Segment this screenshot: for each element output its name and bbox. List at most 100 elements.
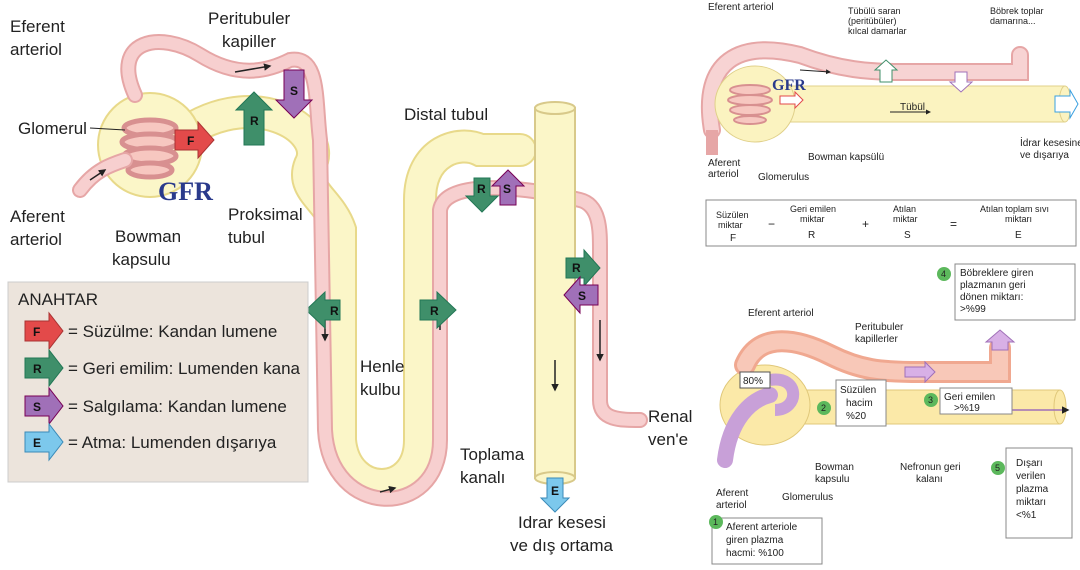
- equation-box: Süzülen miktar F − Geri emilen miktar R …: [706, 200, 1076, 246]
- nephron-rest-label: Nefronun geri: [900, 462, 961, 473]
- glomerulus-label: Glomerulus: [758, 172, 809, 183]
- peritubular-label: (peritübüler): [848, 16, 897, 26]
- equation-term: Geri emilen: [790, 204, 836, 214]
- bowman-label: Bowman: [115, 227, 181, 246]
- key-legend: ANAHTAR F = Süzülme: Kandan lumene R = G…: [8, 282, 308, 482]
- box-text: Süzülen: [840, 385, 876, 396]
- peritubular-label: Peritubuler: [208, 9, 291, 28]
- henle-label: Henle: [360, 357, 404, 376]
- info-box-5: 5 Dışarı verilen plazma miktarı <%1: [991, 448, 1072, 538]
- renal-vein-label: Böbrek toplar: [990, 6, 1044, 16]
- glomerulus-label: Glomerulus: [782, 492, 833, 503]
- equation-term: miktar: [718, 220, 743, 230]
- box-text: hacmi: %100: [726, 548, 784, 559]
- equation-term: miktar: [893, 214, 918, 224]
- box-text: >%19: [954, 403, 980, 414]
- bladder-label: İdrar kesesine: [1020, 136, 1080, 149]
- afferent-label: arteriol: [708, 169, 739, 180]
- henle-label: kulbu: [360, 380, 401, 399]
- arrow-letter: R: [572, 261, 581, 275]
- collecting-label: Toplama: [460, 445, 525, 464]
- equation-operator: =: [950, 217, 957, 231]
- bowman-label: Bowman: [815, 462, 854, 473]
- box-text: Aferent arteriole: [726, 522, 798, 533]
- glomerulus: [122, 120, 178, 177]
- arrow-letter: S: [290, 84, 298, 98]
- equation-letter: S: [904, 230, 911, 241]
- efferent-label: arteriol: [10, 40, 62, 59]
- afferent-label: arteriol: [10, 230, 62, 249]
- nephron-rest-label: kalanı: [916, 474, 943, 485]
- bladder-label: ve dışarıya: [1020, 150, 1069, 161]
- bowman-label: Bowman kapsülü: [808, 152, 884, 163]
- key-text: = Geri emilim: Lumenden kana: [68, 359, 301, 378]
- box-text: giren plazma: [726, 535, 784, 546]
- box-text: plazma: [1016, 484, 1049, 495]
- afferent-label: arteriol: [716, 500, 747, 511]
- arrow-letter: R: [250, 114, 259, 128]
- box-text: >%99: [960, 304, 986, 315]
- proximal-label: Proksimal: [228, 205, 303, 224]
- proximal-label: tubul: [228, 228, 265, 247]
- collecting-label: kanalı: [460, 468, 505, 487]
- box-text: verilen: [1016, 471, 1045, 482]
- box-text: <%1: [1016, 510, 1037, 521]
- renal-vein-label: ven'e: [648, 430, 688, 449]
- peritubular-label: kılcal damarlar: [848, 26, 907, 36]
- efferent-label: Eferent arteriol: [708, 2, 774, 13]
- equation-letter: E: [1015, 230, 1022, 241]
- equation-term: Süzülen: [716, 210, 749, 220]
- gfr-label: GFR: [158, 177, 213, 206]
- box-number: 4: [941, 269, 946, 279]
- box-text: plazmanın geri: [960, 280, 1026, 291]
- gfr-label: GFR: [772, 77, 806, 94]
- info-box-4: 4 Böbreklere giren plazmanın geri dönen …: [937, 264, 1075, 320]
- peritubular-label: kapillerler: [855, 334, 898, 345]
- box-text: dönen miktarı:: [960, 292, 1023, 303]
- key-letter: S: [33, 400, 41, 414]
- arrow-letter: S: [503, 182, 511, 196]
- bottom-right-diagram: 80% Eferent arteriol Peritubuler kapille…: [709, 264, 1075, 564]
- renal-vein-label: damarına...: [990, 16, 1036, 26]
- equation-term: Atılan: [893, 204, 916, 214]
- box-text: miktarı: [1016, 497, 1046, 508]
- arrow-letter: S: [578, 289, 586, 303]
- bowman-label: kapsulu: [815, 474, 849, 485]
- key-title: ANAHTAR: [18, 290, 98, 309]
- afferent-label: Aferent: [10, 207, 65, 226]
- box-text: Böbreklere giren: [960, 268, 1033, 279]
- box-number: 5: [995, 463, 1000, 473]
- percent-80: 80%: [743, 376, 763, 387]
- glomerul-label: Glomerul: [18, 119, 87, 138]
- renal-vein-label: Renal: [648, 407, 692, 426]
- box-text: %20: [846, 411, 866, 422]
- peritubular-label: Tübülü saran: [848, 6, 901, 16]
- key-text: = Süzülme: Kandan lumene: [68, 322, 277, 341]
- arrow-letter: R: [430, 304, 439, 318]
- peritubular-label: Peritubuler: [855, 322, 904, 333]
- box-number: 2: [821, 403, 826, 413]
- equation-letter: R: [808, 230, 815, 241]
- equation-operator: −: [768, 217, 775, 231]
- box-text: Dışarı: [1016, 458, 1043, 469]
- efferent-label: Eferent arteriol: [748, 308, 814, 319]
- equation-term: miktarı: [1005, 214, 1032, 224]
- key-text: = Salgılama: Kandan lumene: [68, 397, 287, 416]
- box-number: 3: [928, 395, 933, 405]
- arrow-letter: R: [477, 182, 486, 196]
- bowman-label: kapsulu: [112, 250, 171, 269]
- key-letter: E: [33, 436, 41, 450]
- equation-term: miktar: [800, 214, 825, 224]
- afferent-label: Aferent: [708, 158, 740, 169]
- arrow-letter: F: [187, 134, 194, 148]
- afferent-label: Aferent: [716, 488, 748, 499]
- box-text: Geri emilen: [944, 392, 995, 403]
- peritubular-label: kapiller: [222, 32, 276, 51]
- key-text: = Atma: Lumenden dışarıya: [68, 433, 277, 452]
- info-box-1: 1 Aferent arteriole giren plazma hacmi: …: [709, 515, 822, 564]
- equation-letter: F: [730, 233, 736, 244]
- arrow-letter: E: [551, 484, 559, 498]
- bladder-label: ve dış ortama: [510, 536, 614, 555]
- distal-label: Distal tubul: [404, 105, 488, 124]
